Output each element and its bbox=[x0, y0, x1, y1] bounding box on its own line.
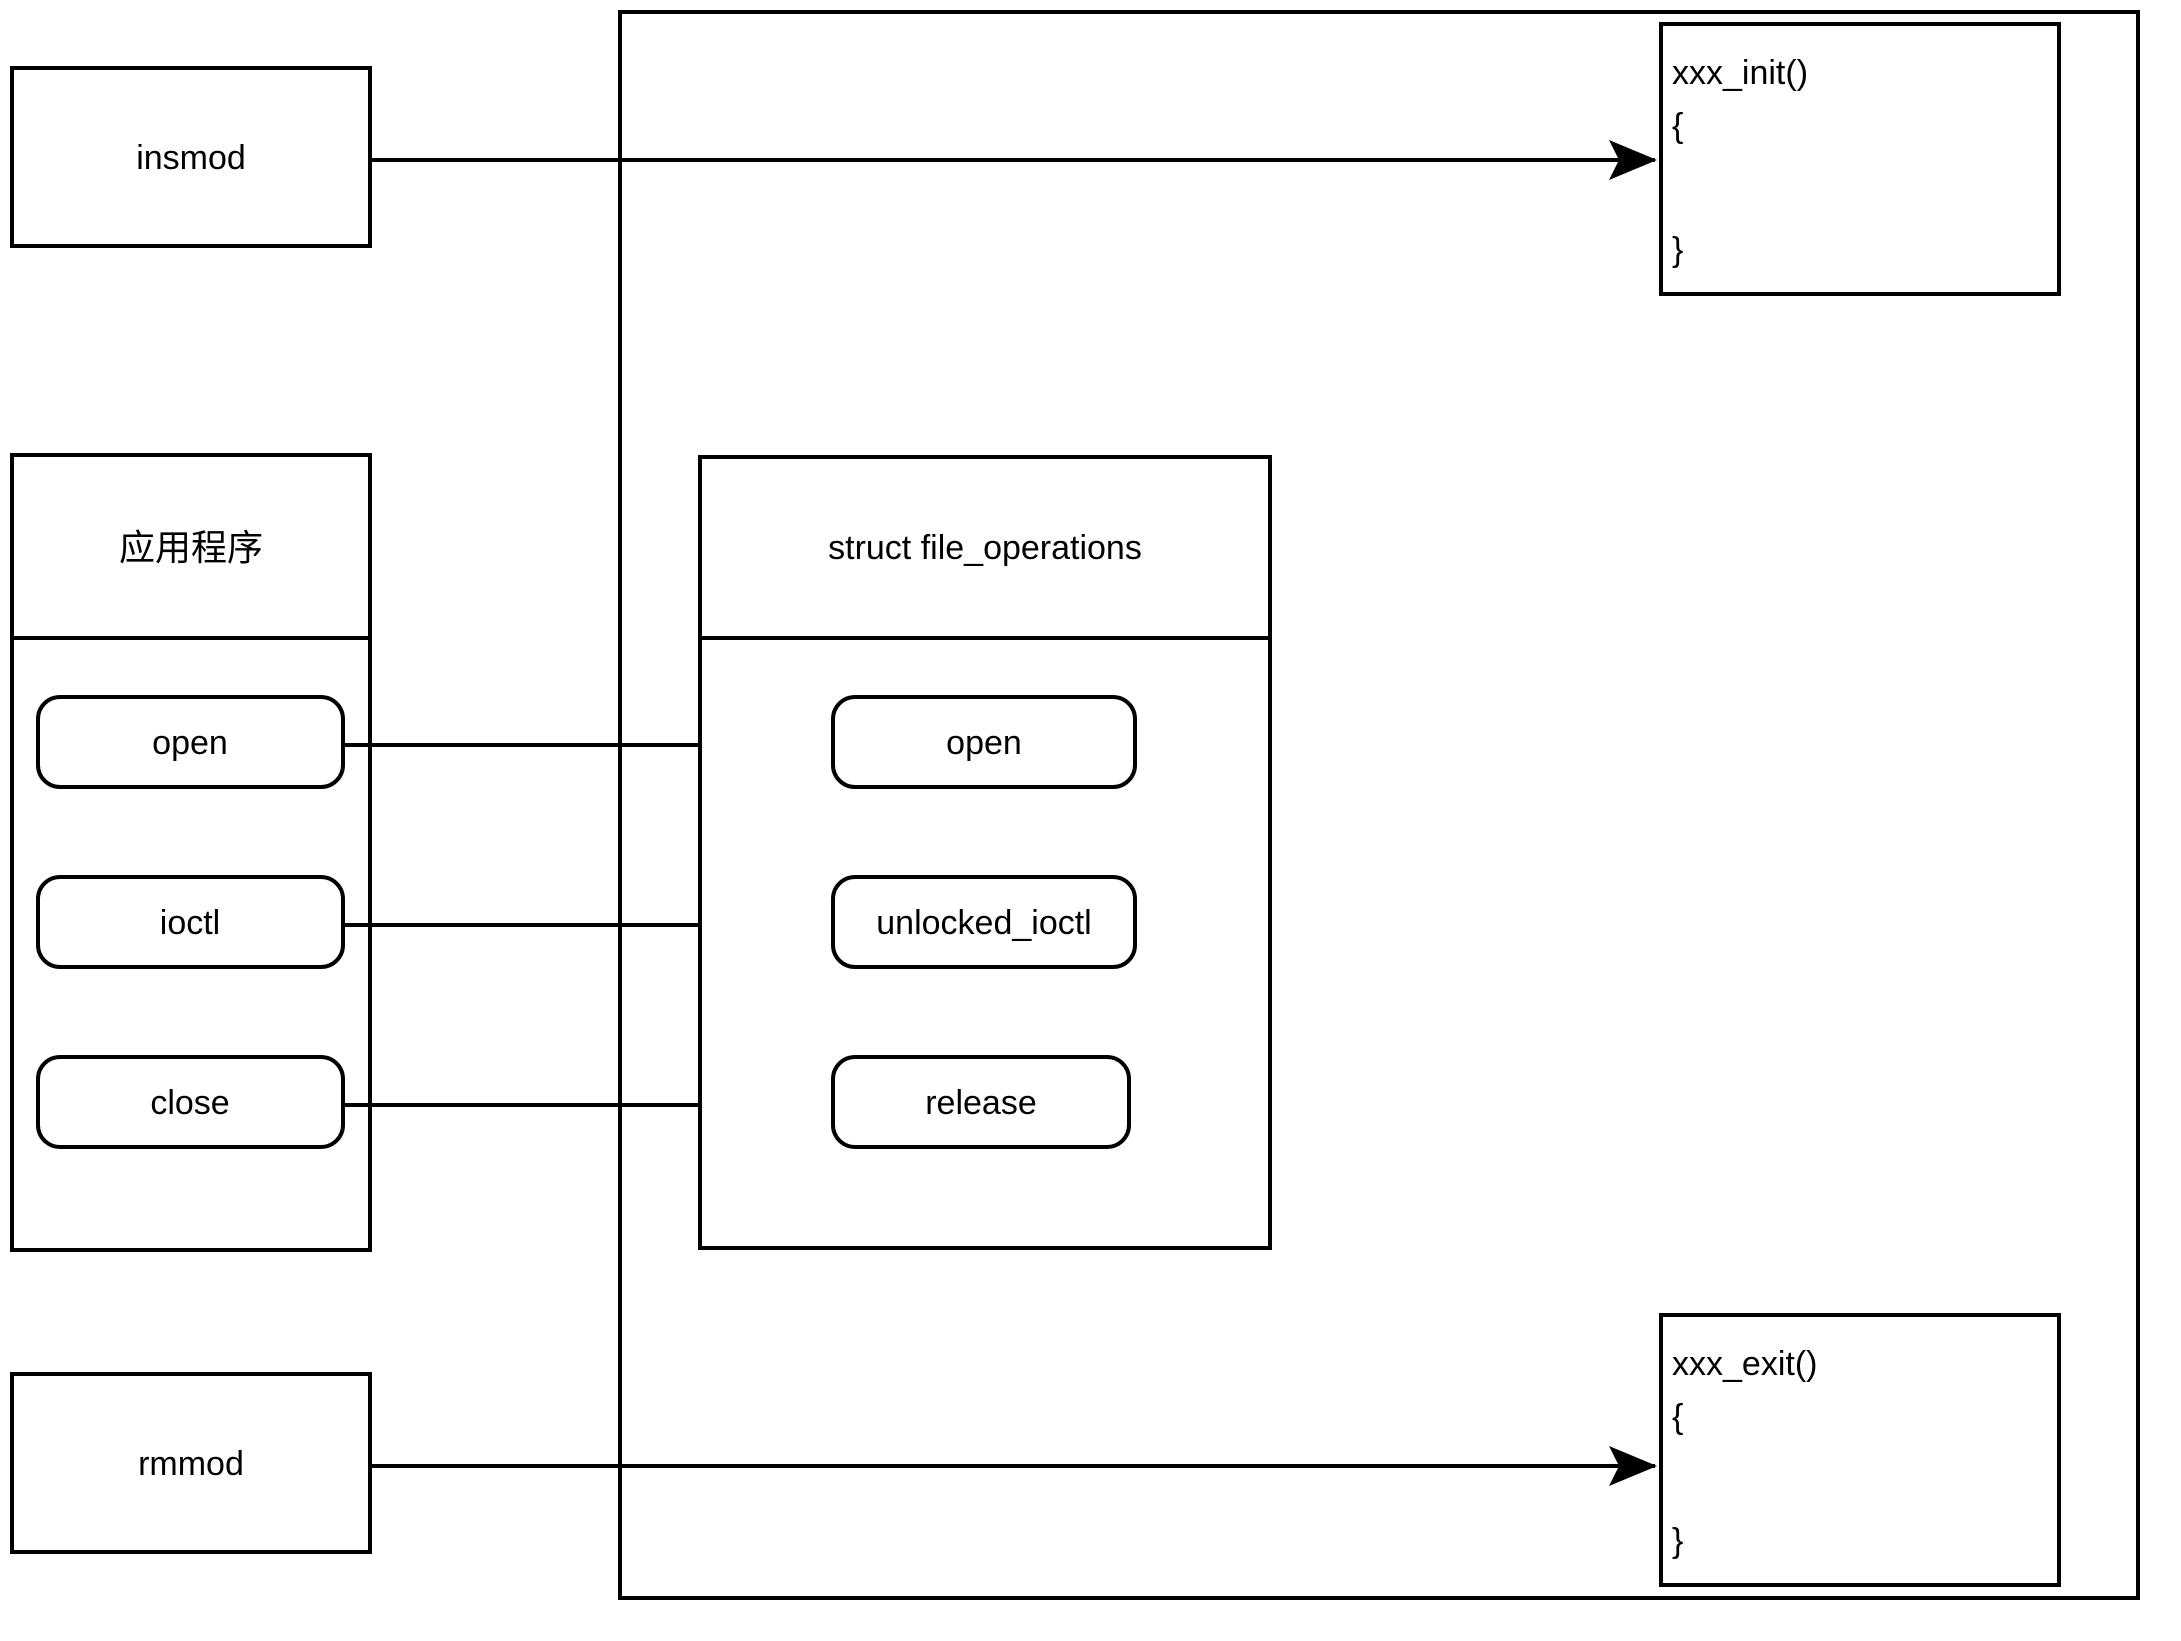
app-call-ioctl-label: ioctl bbox=[160, 904, 220, 942]
app-call-ioctl[interactable]: ioctl bbox=[36, 875, 345, 969]
fops-member-open-label: open bbox=[946, 724, 1022, 762]
xxx-init-box[interactable]: xxx_init() { } bbox=[1659, 22, 2061, 296]
fops-member-unlocked-ioctl-label: unlocked_ioctl bbox=[876, 904, 1091, 942]
xxx-init-line3: } bbox=[1672, 231, 1683, 269]
fops-member-open[interactable]: open bbox=[831, 695, 1137, 789]
xxx-init-line1: xxx_init() bbox=[1672, 54, 1808, 92]
xxx-exit-box[interactable]: xxx_exit() { } bbox=[1659, 1313, 2061, 1587]
rmmod-label: rmmod bbox=[138, 1445, 244, 1483]
xxx-exit-line3: } bbox=[1672, 1522, 1683, 1560]
insmod-box[interactable]: insmod bbox=[10, 66, 372, 248]
rmmod-box[interactable]: rmmod bbox=[10, 1372, 372, 1554]
app-call-close[interactable]: close bbox=[36, 1055, 345, 1149]
insmod-label: insmod bbox=[136, 139, 246, 177]
xxx-init-line2: { bbox=[1672, 107, 1683, 145]
fops-member-unlocked-ioctl[interactable]: unlocked_ioctl bbox=[831, 875, 1137, 969]
file-operations-header-label: struct file_operations bbox=[828, 529, 1142, 567]
fops-member-release[interactable]: release bbox=[831, 1055, 1131, 1149]
xxx-exit-line1: xxx_exit() bbox=[1672, 1345, 1817, 1383]
xxx-exit-line2: { bbox=[1672, 1398, 1683, 1436]
application-header-label: 应用程序 bbox=[119, 528, 263, 569]
app-call-open[interactable]: open bbox=[36, 695, 345, 789]
app-call-close-label: close bbox=[150, 1084, 229, 1122]
app-call-open-label: open bbox=[152, 724, 228, 762]
fops-member-release-label: release bbox=[925, 1084, 1037, 1122]
